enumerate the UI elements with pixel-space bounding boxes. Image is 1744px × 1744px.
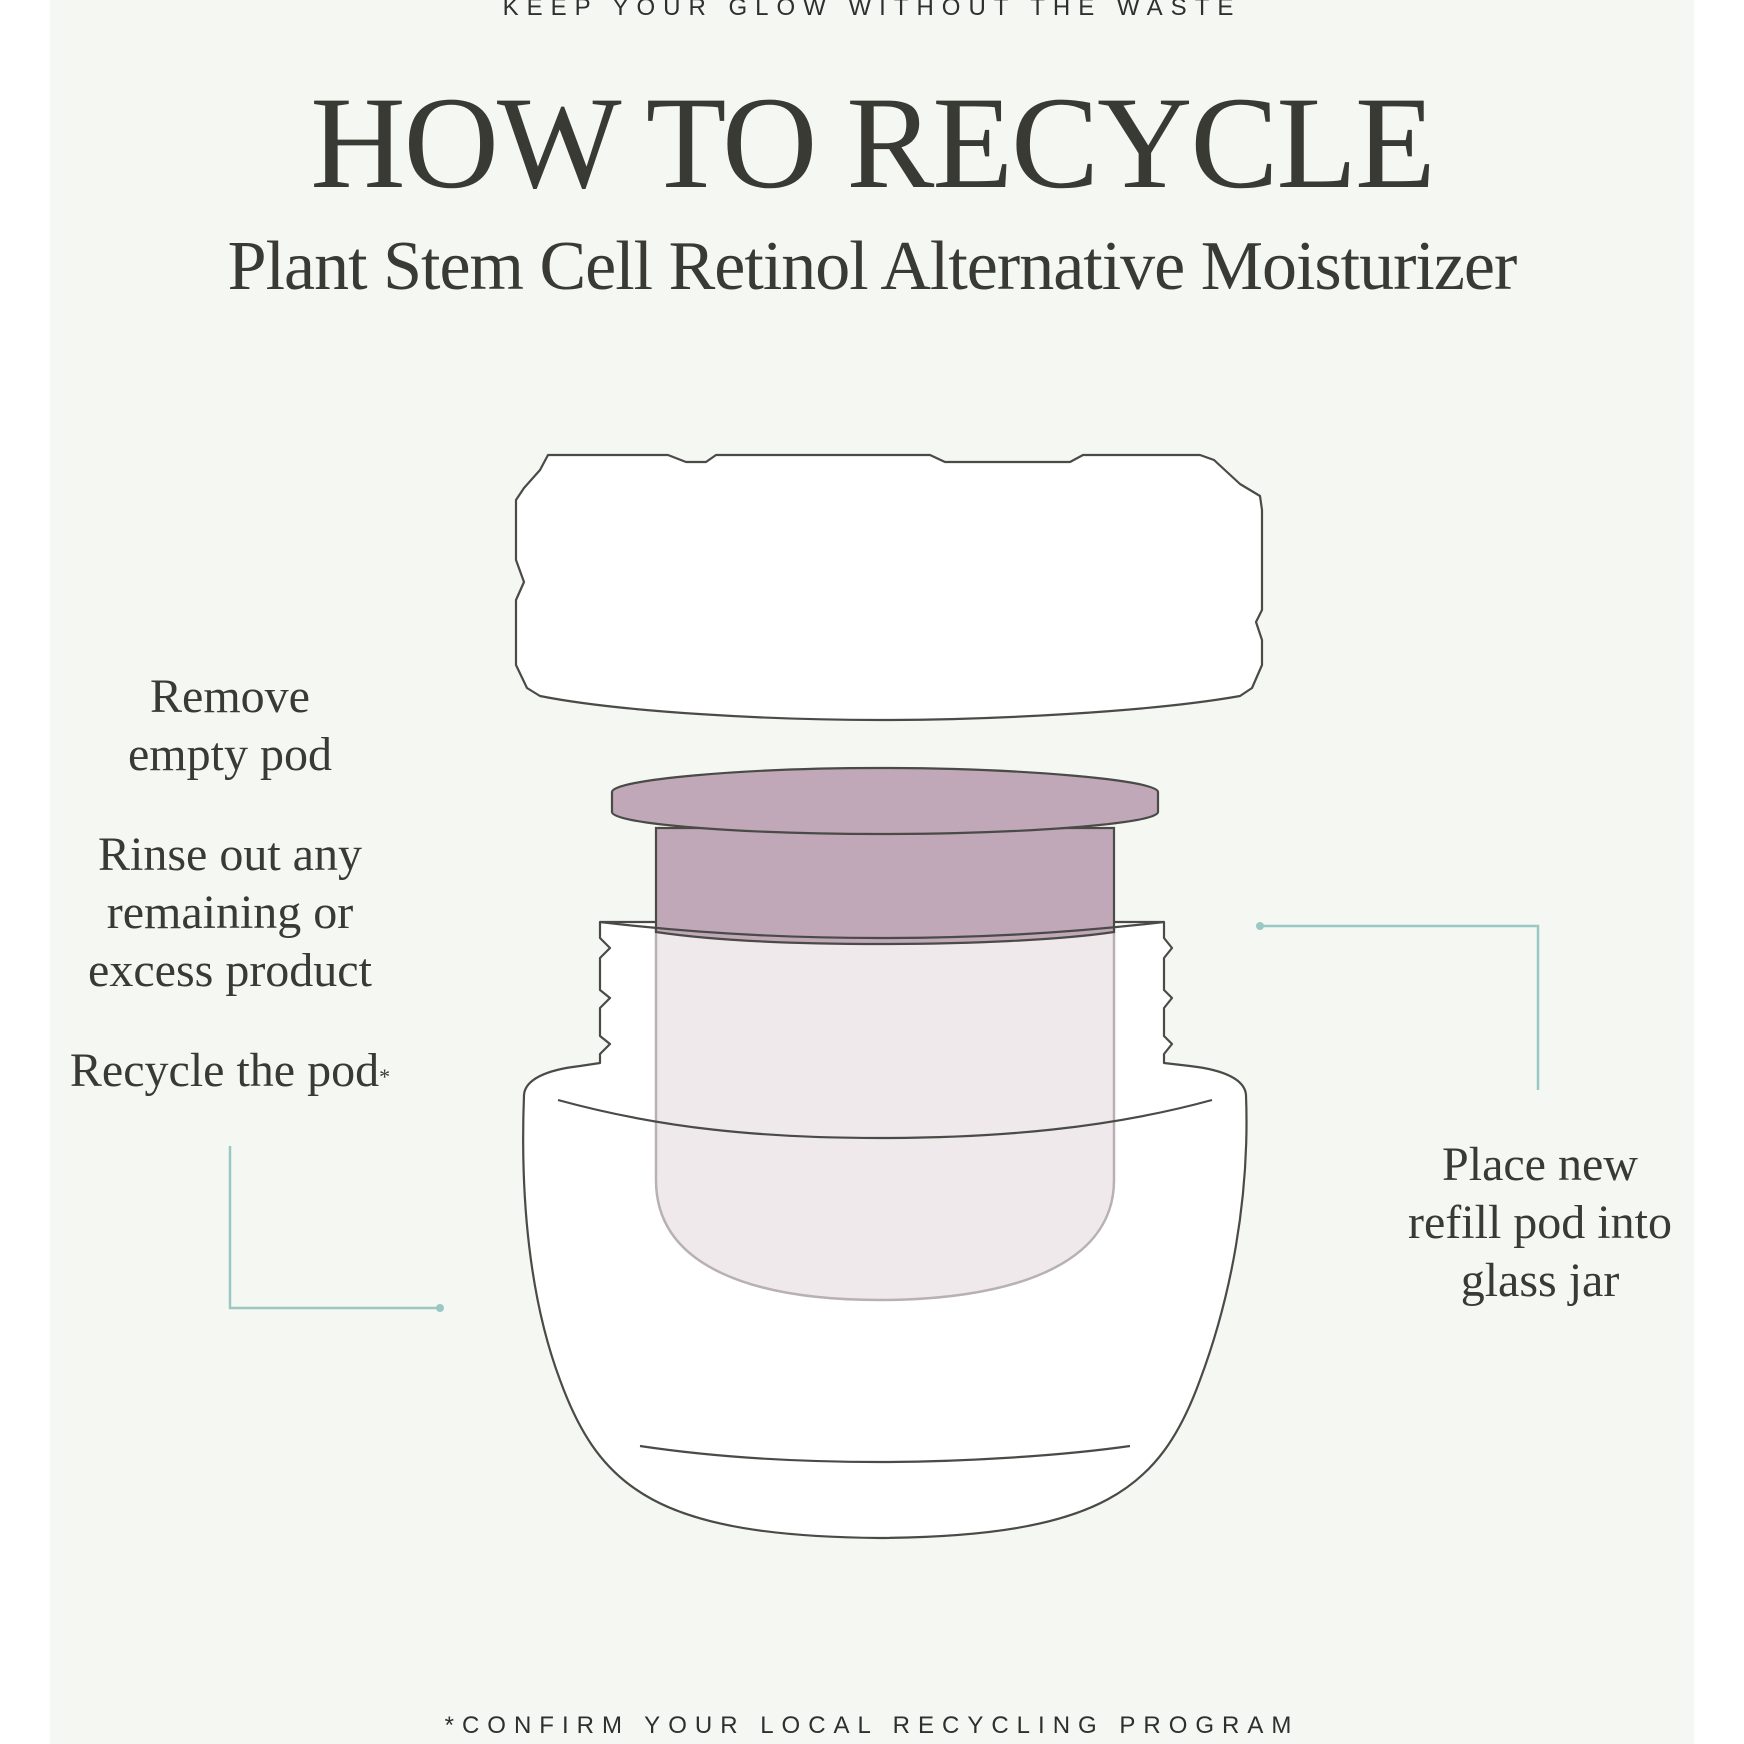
footnote-marker: * [379,1064,391,1089]
tagline: KEEP YOUR GLOW WITHOUT THE WASTE [502,0,1242,21]
step-remove-pod: Remove empty pod [128,670,332,781]
connector-right [1260,924,1540,1090]
step-recycle-pod: Recycle the pod* [20,1042,440,1100]
jar-base-line [639,1444,1131,1464]
pod-inner [654,928,1116,1302]
page-title: HOW TO RECYCLE [310,69,1435,216]
pod-top [654,826,1116,946]
footnote: *CONFIRM YOUR LOCAL RECYCLING PROGRAM [444,1712,1300,1739]
pod-flange [610,766,1160,836]
jar-rim-line [599,920,1165,940]
connector-left [228,1146,440,1310]
jar-lid [514,453,1264,722]
step-recycle-text: Recycle the pod [69,1044,380,1097]
connector-right-dot [1256,922,1264,930]
product-name: Plant Stem Cell Retinol Alternative Mois… [227,228,1518,305]
step-place-refill: Place new refill pod into glass jar [1408,1138,1672,1307]
step-rinse-pod: Rinse out any remaining or excess produc… [88,828,372,997]
jar-shoulder-line [557,1098,1213,1140]
connector-left-dot [436,1304,444,1312]
